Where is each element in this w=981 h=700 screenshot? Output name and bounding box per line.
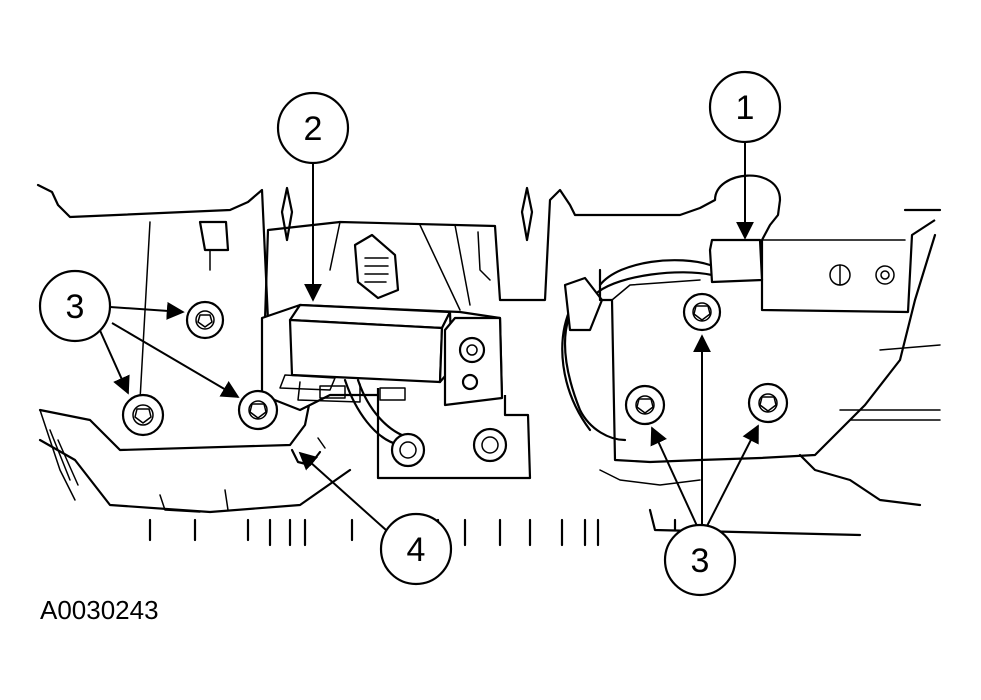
callout-3-left: 3 xyxy=(38,269,112,343)
flame-marker-left xyxy=(280,186,294,242)
harness-connector xyxy=(563,276,604,332)
right-mounting-plate xyxy=(598,208,942,537)
callout-4: 4 xyxy=(379,512,453,586)
figure-id: A0030243 xyxy=(40,595,159,625)
left-lower-plate xyxy=(38,398,600,547)
svg-text:3: 3 xyxy=(66,288,85,326)
svg-text:2: 2 xyxy=(304,110,323,148)
central-recess xyxy=(263,188,717,322)
mechanical-line-art xyxy=(36,174,942,547)
item1-bracket xyxy=(708,174,936,314)
bolt xyxy=(747,382,789,424)
connector-clip xyxy=(353,233,400,300)
svg-text:3: 3 xyxy=(691,542,710,580)
electronic-module xyxy=(288,303,454,403)
bolt-group xyxy=(121,292,789,468)
harness-wire xyxy=(561,259,714,442)
bolt xyxy=(185,300,225,340)
svg-text:1: 1 xyxy=(736,89,755,127)
callout-3-right: 3 xyxy=(663,523,737,597)
leader-lines xyxy=(97,142,759,531)
callout-2: 2 xyxy=(276,91,350,165)
left-upper-panel xyxy=(36,183,270,401)
bracket-connector xyxy=(443,316,504,407)
flame-marker-right xyxy=(520,186,534,242)
bolt xyxy=(472,427,508,463)
retaining-tab-detail xyxy=(317,437,326,449)
bolt xyxy=(390,432,426,468)
bolt xyxy=(624,384,666,426)
bolt xyxy=(682,292,722,332)
bolt xyxy=(237,389,279,431)
callout-1: 1 xyxy=(708,70,782,144)
bolt xyxy=(121,393,165,437)
svg-text:4: 4 xyxy=(407,531,426,569)
